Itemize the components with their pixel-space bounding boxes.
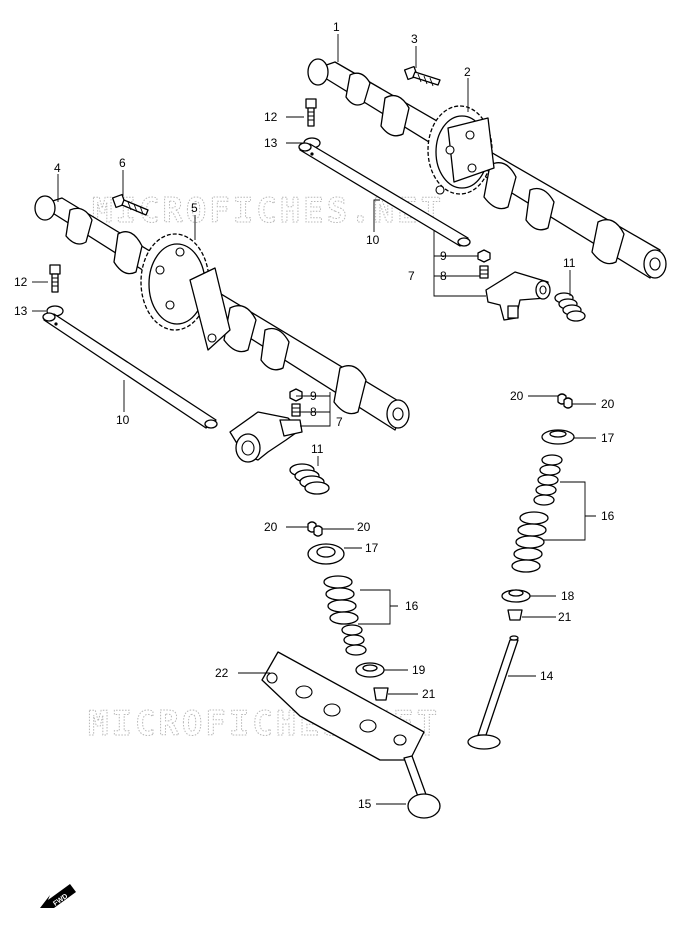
- fwd-arrow-icon: FWD: [40, 884, 76, 908]
- callout-3: 3: [411, 32, 418, 46]
- retainer-17-left: [307, 543, 345, 565]
- rocker-arm-lower: [229, 411, 303, 463]
- nut-9-lower: [289, 388, 303, 402]
- callout-19: 19: [412, 663, 426, 677]
- bolt-3: [403, 65, 441, 87]
- callout-18: 18: [561, 589, 575, 603]
- cam-sprocket-lower: [140, 233, 231, 351]
- cotter-20-left: [307, 521, 323, 537]
- callout-13-upper: 13: [264, 136, 278, 150]
- callout-1: 1: [333, 20, 340, 34]
- callout-11-lower: 11: [311, 442, 324, 456]
- callout-21-right: 21: [558, 610, 572, 624]
- rocker-arm-upper: [485, 271, 551, 321]
- callout-7-lower: 7: [336, 415, 343, 429]
- rocker-shaft-upper: [298, 142, 471, 247]
- valve-spring-outer-right: [511, 511, 549, 573]
- retainer-17-right: [541, 429, 575, 445]
- callout-6: 6: [119, 156, 126, 170]
- cam-sprocket-upper: [427, 105, 495, 195]
- adjust-screw-8-lower: [291, 403, 301, 417]
- callout-11-upper: 11: [563, 256, 576, 270]
- bolt-12-lower: [49, 264, 61, 293]
- callout-13-lower: 13: [14, 304, 28, 318]
- callout-4: 4: [54, 161, 61, 175]
- valve-14: [467, 635, 519, 750]
- valve-15: [403, 755, 441, 819]
- adjust-screw-8-upper: [479, 265, 489, 279]
- valve-spring-inner-left: [341, 624, 367, 656]
- callout-22: 22: [215, 666, 229, 680]
- callout-15: 15: [358, 797, 372, 811]
- spring-seat-19: [355, 662, 385, 678]
- bolt-12-upper: [305, 98, 317, 127]
- cotter-20-right: [557, 393, 573, 409]
- plate-22: [261, 651, 425, 761]
- callout-2: 2: [464, 65, 471, 79]
- callout-8-upper: 8: [440, 269, 447, 283]
- callout-17-left: 17: [365, 541, 379, 555]
- stem-seal-21-right: [507, 609, 523, 621]
- callout-20-right-b: 20: [601, 397, 615, 411]
- callout-17-right: 17: [601, 431, 615, 445]
- valve-spring-inner-right: [533, 454, 563, 506]
- callout-20-left-b: 20: [357, 520, 371, 534]
- callout-14: 14: [540, 669, 554, 683]
- valve-spring-outer-left: [323, 575, 359, 625]
- callout-16-left: 16: [405, 599, 419, 613]
- callout-10-lower: 10: [116, 413, 130, 427]
- leader-lines: [32, 34, 596, 805]
- callout-10-upper: 10: [366, 233, 380, 247]
- callout-12-upper: 12: [264, 110, 278, 124]
- callout-5: 5: [191, 201, 198, 215]
- spring-11-upper: [554, 292, 586, 322]
- callout-labels: 1 2 3 12 13 10 9 8 7 11 4 5 6 12 13 10 9…: [14, 20, 615, 811]
- bolt-6: [111, 193, 149, 216]
- spring-11-lower: [289, 463, 330, 495]
- spring-seat-18: [501, 589, 531, 603]
- callout-7-upper: 7: [408, 269, 415, 283]
- callout-9-upper: 9: [440, 249, 447, 263]
- callout-21-left: 21: [422, 687, 436, 701]
- rocker-shaft-lower: [42, 312, 218, 429]
- callout-20-right-a: 20: [510, 389, 524, 403]
- callout-8-lower: 8: [310, 405, 317, 419]
- stem-seal-21-left: [373, 687, 389, 701]
- callout-16-right: 16: [601, 509, 615, 523]
- callout-12-lower: 12: [14, 275, 28, 289]
- callout-20-left-a: 20: [264, 520, 278, 534]
- nut-9-upper: [477, 249, 491, 263]
- callout-9-lower: 9: [310, 389, 317, 403]
